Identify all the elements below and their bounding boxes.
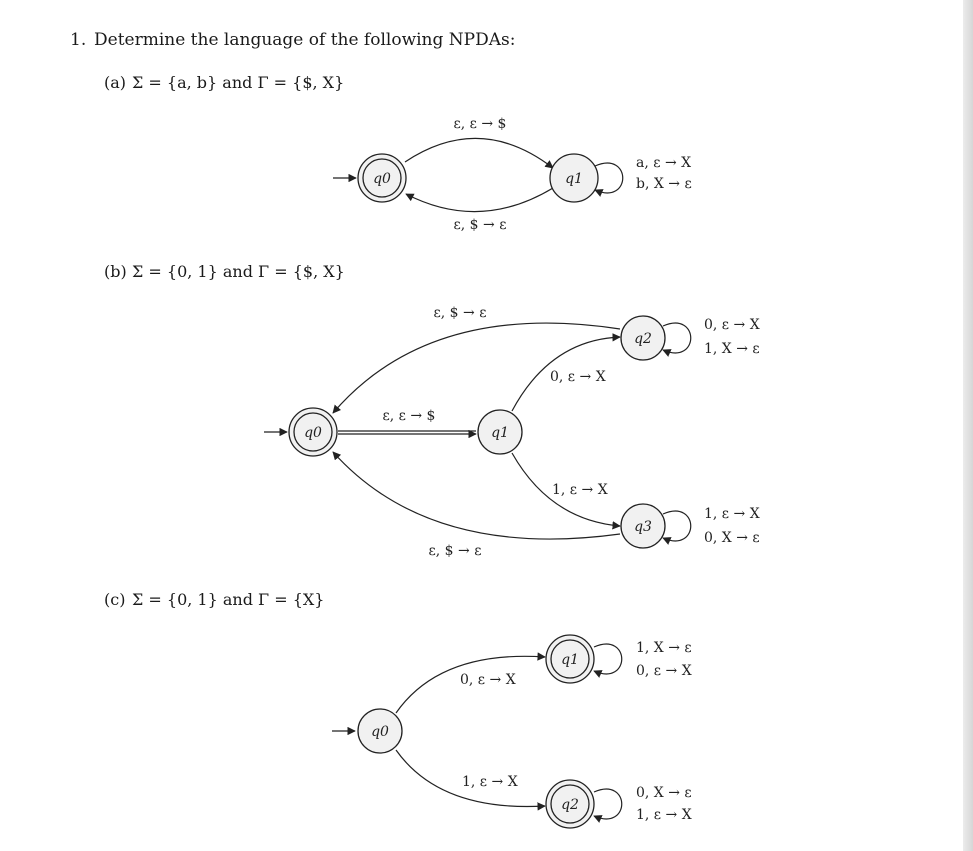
a-label-q1-q0: ε, $ → ε: [454, 217, 507, 233]
b-state-q1-name: q1: [491, 425, 509, 441]
c-loop-q1: [593, 643, 623, 678]
part-a-label: (a) Σ = {a, b} and Γ = {$, X}: [104, 73, 344, 92]
b-edge-q1-q2: [511, 333, 621, 412]
b-state-q3: q3: [620, 503, 666, 549]
question-heading: 1. Determine the language of the followin…: [70, 30, 515, 50]
c-label-loop-q2-2: 1, ε → X: [636, 807, 692, 823]
window-scrollbar-edge[interactable]: [963, 0, 973, 851]
a-edge-q1-q0: [405, 187, 554, 213]
a-loop-q1: [594, 162, 624, 197]
a-edge-q0-q1: [404, 137, 554, 169]
a-label-loop-2: b, X → ε: [636, 176, 692, 192]
c-edge-q0-q1: [395, 652, 546, 714]
c-label-q0-q2: 1, ε → X: [462, 774, 518, 790]
a-state-q1: q1: [549, 153, 599, 203]
part-b-definition: Σ = {0, 1} and Γ = {$, X}: [132, 262, 345, 281]
c-state-q2: q2: [545, 779, 595, 829]
a-label-loop-1: a, ε → X: [636, 155, 691, 171]
b-label-q0-q1: ε, ε → $: [383, 408, 436, 424]
question-number: 1.: [70, 30, 87, 50]
part-a-tag: (a): [104, 73, 127, 92]
part-c-label: (c) Σ = {0, 1} and Γ = {X}: [104, 590, 324, 609]
a-state-q0: q0: [357, 153, 407, 203]
b-loop-q2: [662, 322, 692, 357]
part-c-tag: (c): [104, 590, 126, 609]
c-label-loop-q1-2: 0, ε → X: [636, 663, 692, 679]
diagram-c: q0 q1 q2 0, ε → X 1, ε → X 1, X → ε 0, ε…: [332, 634, 692, 829]
b-label-loop-q3-1: 1, ε → X: [704, 506, 760, 522]
c-state-q1: q1: [545, 634, 595, 684]
b-label-loop-q2-1: 0, ε → X: [704, 317, 760, 333]
b-state-q2-name: q2: [634, 331, 652, 347]
c-state-q0-name: q0: [371, 724, 389, 740]
a-state-q0-name: q0: [373, 171, 391, 187]
c-label-loop-q2-1: 0, X → ε: [636, 785, 692, 801]
b-label-q3-q0: ε, $ → ε: [429, 543, 482, 559]
question-text: Determine the language of the following …: [94, 30, 516, 50]
b-state-q3-name: q3: [634, 519, 652, 535]
part-b-tag: (b): [104, 262, 127, 281]
b-edge-q2-q0: [332, 322, 621, 414]
a-label-q0-q1: ε, ε → $: [454, 116, 507, 132]
b-state-q0: q0: [288, 407, 338, 457]
part-b-label: (b) Σ = {0, 1} and Γ = {$, X}: [104, 262, 345, 281]
c-state-q1-name: q1: [561, 652, 579, 668]
b-loop-q3: [662, 510, 692, 545]
a-state-q1-name: q1: [565, 171, 583, 187]
b-edge-q1-q3: [511, 452, 621, 530]
diagram-b: q0 q1 q2 q3 ε, ε → $ 0, ε → X 1, ε → X 0…: [264, 305, 760, 559]
part-a-definition: Σ = {a, b} and Γ = {$, X}: [132, 73, 345, 92]
c-label-loop-q1-1: 1, X → ε: [636, 640, 692, 656]
part-c-definition: Σ = {0, 1} and Γ = {X}: [132, 590, 325, 609]
b-label-loop-q3-2: 0, X → ε: [704, 530, 760, 546]
c-state-q2-name: q2: [561, 797, 579, 813]
b-label-q2-q0: ε, $ → ε: [434, 305, 487, 321]
diagram-a: q0 q1 ε, ε → $ a, ε → X b, X → ε ε, $ → …: [333, 116, 692, 233]
c-loop-q2: [593, 788, 623, 823]
b-state-q0-name: q0: [304, 425, 322, 441]
c-state-q0: q0: [357, 708, 403, 754]
b-label-q1-q2: 0, ε → X: [550, 369, 606, 385]
b-edge-q3-q0: [332, 451, 621, 540]
c-edge-q0-q2: [395, 749, 546, 811]
b-label-q1-q3: 1, ε → X: [552, 482, 608, 498]
b-state-q2: q2: [620, 315, 666, 361]
b-state-q1: q1: [477, 409, 523, 455]
c-label-q0-q1: 0, ε → X: [460, 672, 516, 688]
b-label-loop-q2-2: 1, X → ε: [704, 341, 760, 357]
